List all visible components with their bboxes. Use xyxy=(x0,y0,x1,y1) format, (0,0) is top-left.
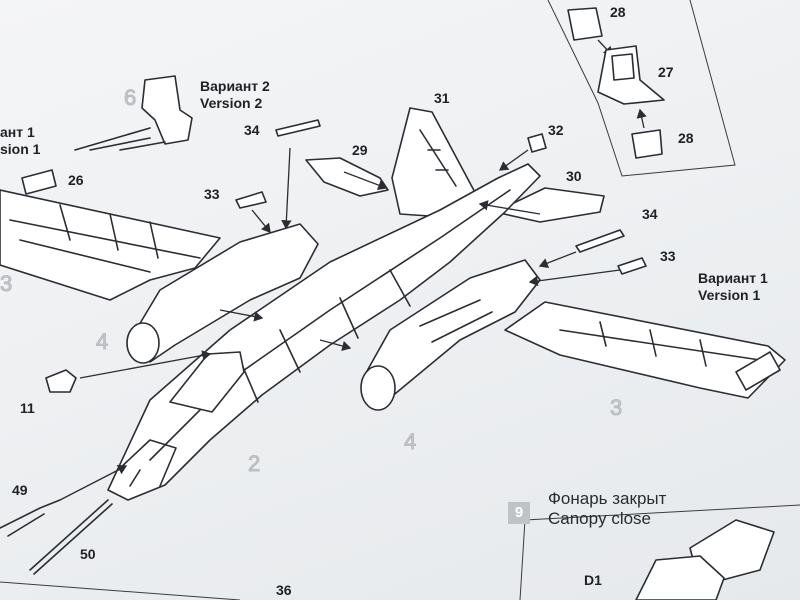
right-wing-tank xyxy=(735,351,781,391)
section-6-label: 6 xyxy=(123,85,137,110)
canopy-shape xyxy=(169,351,245,413)
part-28-bottom-label: 28 xyxy=(678,130,694,146)
part-6-lines xyxy=(74,127,166,151)
arrow-32 xyxy=(498,149,529,171)
variant-2-label: Вариант 2 Version 2 xyxy=(200,78,270,112)
nose-detail xyxy=(117,439,177,487)
section-3-left-label: 3 xyxy=(0,271,13,296)
part-50-label: 50 xyxy=(80,546,96,562)
left-wing-flap-lines xyxy=(9,204,201,273)
arrow-28-bottom xyxy=(636,108,647,129)
left-stabilizer-shape xyxy=(305,157,389,197)
part-26-shape xyxy=(21,169,57,195)
part-32-shape xyxy=(527,133,547,153)
part-32-label: 32 xyxy=(548,122,564,138)
part-36-label: 36 xyxy=(276,582,292,598)
part-33-right-label: 33 xyxy=(660,248,676,264)
variant-1-ru: Вариант 1 xyxy=(698,270,768,286)
arrow-11 xyxy=(79,350,212,379)
arrow-fuselage-right xyxy=(319,339,352,352)
arrow-29 xyxy=(343,171,388,191)
inset-frame xyxy=(547,0,736,177)
part-50-probe xyxy=(29,499,113,575)
variant-1-en: Version 1 xyxy=(698,287,761,303)
fuselage-panel-lines xyxy=(239,269,411,403)
left-engine-shape xyxy=(129,223,319,363)
variant-1-left-en: sion 1 xyxy=(0,141,41,157)
part-31-label: 31 xyxy=(434,90,450,106)
arrow-30 xyxy=(478,200,541,215)
step-title-ru: Фонарь закрыт xyxy=(548,489,667,508)
part-28-bottom-shape xyxy=(631,129,663,159)
bottom-frame-line xyxy=(0,581,241,600)
part-27-label: 27 xyxy=(658,64,674,80)
part-27-detail xyxy=(611,53,635,81)
part-34-right-label: 34 xyxy=(642,206,658,222)
variant-1-left-ru: ант 1 xyxy=(0,124,35,140)
left-engine-nozzle xyxy=(126,322,160,364)
part-34-right-shape xyxy=(575,229,625,253)
tail-fin-detail xyxy=(419,129,457,187)
step-title-en: Canopy close xyxy=(548,509,652,528)
part-49-label: 49 xyxy=(12,482,28,498)
left-wing-shape xyxy=(0,189,221,301)
part-33-left-shape xyxy=(235,191,267,209)
part-28-top-label: 28 xyxy=(610,4,626,20)
part-28-top-shape xyxy=(567,7,603,41)
right-engine-nozzle xyxy=(360,365,396,411)
section-4-right-label: 4 xyxy=(403,429,417,454)
arrow-34-left xyxy=(281,147,292,230)
part-29-label: 29 xyxy=(352,142,368,158)
step-number-badge: 9 xyxy=(508,502,530,524)
fuselage-shape xyxy=(107,163,541,501)
right-wing-detail xyxy=(559,321,761,367)
arrow-49 xyxy=(59,464,128,501)
part-33-right-shape xyxy=(617,257,647,275)
variant-1-label: Вариант 1 Version 1 xyxy=(698,270,768,304)
part-34-left-shape xyxy=(275,119,321,137)
canopy-d1-lower xyxy=(635,555,725,600)
section-2-label: 2 xyxy=(247,451,261,476)
arrow-fuselage-left xyxy=(219,309,264,322)
right-engine-shape xyxy=(361,259,541,399)
section-4-left-label: 4 xyxy=(95,329,109,354)
part-11-shape xyxy=(45,369,77,393)
right-wing-shape xyxy=(504,301,786,399)
part-26-label: 26 xyxy=(68,172,84,188)
part-49-probe xyxy=(0,499,61,537)
right-engine-detail xyxy=(419,299,493,343)
right-stabilizer-shape xyxy=(494,187,605,223)
part-11-label: 11 xyxy=(20,400,35,416)
part-30-label: 30 xyxy=(566,168,582,184)
part-6-shape xyxy=(141,75,193,145)
section-3-right-label: 3 xyxy=(609,395,623,420)
part-27-shape xyxy=(597,45,665,105)
variant-1-left-label: ант 1 sion 1 xyxy=(0,124,40,158)
arrow-33-left xyxy=(251,209,271,234)
part-34-left-label: 34 xyxy=(244,122,260,138)
arrow-34-right xyxy=(538,251,577,269)
variant-2-en: Version 2 xyxy=(200,95,263,111)
step-title: Фонарь закрыт Canopy close xyxy=(548,489,666,529)
canopy-d1-label: D1 xyxy=(584,572,602,588)
part-33-left-label: 33 xyxy=(204,186,220,202)
arrow-33-right xyxy=(528,269,621,287)
variant-2-ru: Вариант 2 xyxy=(200,78,270,94)
